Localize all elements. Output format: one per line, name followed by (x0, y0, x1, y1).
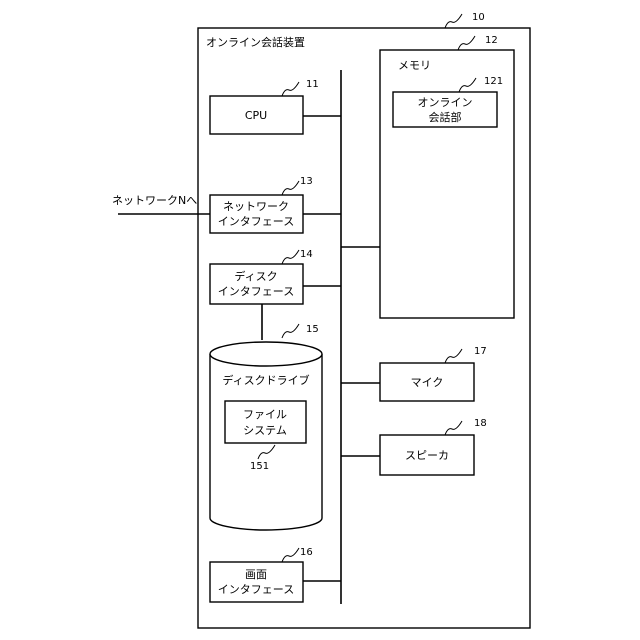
screen-interface-line1: 画面 (245, 568, 267, 581)
speaker-label: スピーカ (405, 449, 449, 462)
disk-interface-ref: 14 (300, 249, 313, 260)
microphone-label: マイク (411, 376, 444, 389)
screen-interface-line2: インタフェース (218, 583, 294, 596)
memory-box (380, 50, 514, 318)
network-interface-line1: ネットワーク (223, 200, 289, 213)
cpu-label: CPU (245, 109, 267, 122)
speaker-ref: 18 (474, 418, 487, 429)
file-system-line1: ファイル (243, 408, 287, 421)
online-conversation-unit-line2: 会話部 (429, 110, 462, 124)
device-ref: 10 (472, 12, 485, 23)
disk-drive-label: ディスクドライブ (222, 373, 309, 387)
network-interface-line2: インタフェース (218, 215, 294, 228)
disk-interface-line1: ディスク (234, 269, 277, 283)
disk-drive-top (210, 342, 322, 366)
disk-drive-ref: 15 (306, 324, 319, 335)
microphone-ref: 17 (474, 346, 487, 357)
file-system-ref: 151 (250, 461, 269, 472)
cpu-ref: 11 (306, 79, 319, 90)
online-conversation-unit-ref: 121 (484, 76, 503, 87)
disk-interface-line2: インタフェース (218, 285, 294, 298)
memory-label: メモリ (398, 59, 431, 72)
device-ref-leader (445, 14, 462, 28)
device-label: オンライン会話装置 (206, 35, 305, 49)
online-conversation-unit-line1: オンライン (418, 96, 473, 109)
memory-ref: 12 (485, 35, 498, 46)
network-interface-ref: 13 (300, 176, 313, 187)
screen-interface-ref: 16 (300, 547, 313, 558)
network-external-label: ネットワークNへ (112, 194, 197, 207)
file-system-line2: システム (243, 424, 287, 437)
